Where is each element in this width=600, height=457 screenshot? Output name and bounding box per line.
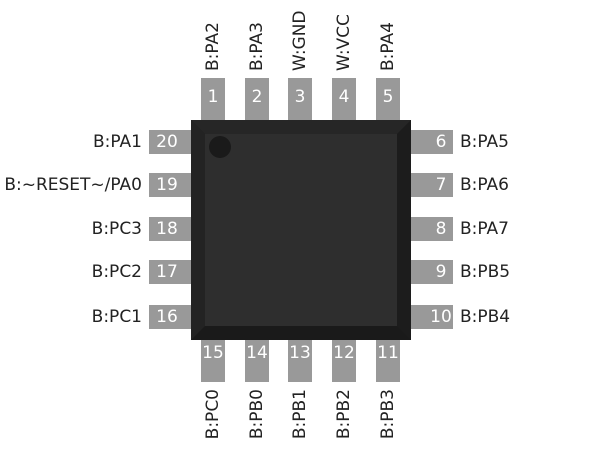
pin-number: 9	[436, 262, 447, 282]
pin-number: 14	[246, 343, 268, 363]
pin-label: B:PC0	[203, 389, 223, 439]
pin-number: 8	[436, 219, 447, 239]
pin-number: 5	[383, 87, 394, 107]
pin-top-1: 1 B:PA2	[201, 22, 225, 120]
pin-left-20: 20 B:PA1	[93, 130, 191, 154]
pin-label: W:VCC	[334, 14, 354, 71]
pin-bottom-11: 11B:PB3	[376, 340, 400, 439]
pin-number: 6	[436, 132, 447, 152]
pin-label: B:PB0	[247, 389, 267, 439]
pin-label: B:PA6	[460, 175, 509, 195]
pin-bottom-15: 15B:PC0	[201, 340, 225, 439]
pin-top-3: 3 W:GND	[288, 10, 312, 120]
pin-number: 13	[289, 343, 311, 363]
pin-label: B:PA1	[93, 132, 142, 152]
pin-top-2: 2 B:PA3	[245, 22, 269, 120]
pin-pad	[149, 130, 191, 154]
pin-number: 12	[333, 343, 355, 363]
pin-top-5: 5 B:PA4	[376, 22, 400, 120]
pin-pad	[201, 340, 225, 382]
pin-pad	[201, 78, 225, 120]
pin-pad	[411, 173, 453, 197]
chip-face	[205, 134, 397, 326]
pins-layer: 1B:PA22B:PA33W:GND4W:VCC5B:PA415B:PC014B…	[4, 10, 510, 439]
chip-bevel-left	[191, 120, 205, 340]
pin-left-18: 18 B:PC3	[92, 217, 191, 241]
pin-label: B:PA3	[247, 22, 267, 71]
pin-label: B:PB1	[290, 389, 310, 439]
pin-pad	[376, 78, 400, 120]
pin-right-8: 8 B:PA7	[411, 217, 509, 241]
pin-number: 19	[156, 175, 178, 195]
pin-number: 7	[436, 175, 447, 195]
pin-label: B:PB4	[460, 307, 510, 327]
chip-bevel-right	[397, 120, 411, 340]
pin-number: 20	[156, 132, 178, 152]
pin-label: B:PB2	[334, 389, 354, 439]
pin-label: B:PA5	[460, 132, 509, 152]
pin-pad	[149, 305, 191, 329]
pin-number: 15	[202, 343, 224, 363]
pin-pad	[411, 260, 453, 284]
pin-label: B:~RESET~/PA0	[4, 175, 142, 195]
pin-label: B:PC1	[92, 307, 142, 327]
pin-bottom-12: 12B:PB2	[332, 340, 356, 439]
pin-label: B:PA2	[203, 22, 223, 71]
pin-right-7: 7 B:PA6	[411, 173, 509, 197]
pin-pad	[149, 217, 191, 241]
pin-pad	[149, 260, 191, 284]
pin-pad	[411, 217, 453, 241]
pin-pad	[411, 130, 453, 154]
pin-right-6: 6 B:PA5	[411, 130, 509, 154]
pin-pad	[332, 78, 356, 120]
pin-number: 18	[156, 219, 178, 239]
pin-left-16: 16 B:PC1	[92, 305, 191, 329]
pin-left-17: 17 B:PC2	[92, 260, 191, 284]
pin-label: B:PA7	[460, 219, 509, 239]
pin-right-10: 10 B:PB4	[411, 305, 510, 329]
pin-pad	[332, 340, 356, 382]
pin-pad	[376, 340, 400, 382]
pin-label: B:PB3	[378, 389, 398, 439]
pin-number: 11	[377, 343, 399, 363]
pin-number: 2	[252, 87, 263, 107]
pin-label: B:PA4	[378, 22, 398, 71]
pin-number: 1	[208, 87, 219, 107]
chip-package	[191, 120, 411, 340]
pin-pad	[411, 305, 453, 329]
pin-number: 3	[295, 87, 306, 107]
pin-pad	[288, 340, 312, 382]
pin-number: 17	[156, 262, 178, 282]
chip-bevel-top	[191, 120, 411, 134]
pin-left-19: 19 B:~RESET~/PA0	[4, 173, 191, 197]
pin1-marker-dot	[209, 136, 231, 158]
pin-label: B:PC3	[92, 219, 142, 239]
pin-right-9: 9 B:PB5	[411, 260, 510, 284]
pin-top-4: 4 W:VCC	[332, 14, 356, 120]
pin-label: B:PC2	[92, 262, 142, 282]
pin-number: 4	[339, 87, 350, 107]
pin-pad	[288, 78, 312, 120]
pin-label: W:GND	[290, 10, 310, 71]
pin-bottom-13: 13B:PB1	[288, 340, 312, 439]
pin-pad	[149, 173, 191, 197]
pin-number: 16	[156, 307, 178, 327]
pin-number: 10	[430, 307, 452, 327]
pin-label: B:PB5	[460, 262, 510, 282]
chip-bevel-bottom	[191, 326, 411, 340]
pin-bottom-14: 14B:PB0	[245, 340, 269, 439]
pin-pad	[245, 78, 269, 120]
pin-pad	[245, 340, 269, 382]
